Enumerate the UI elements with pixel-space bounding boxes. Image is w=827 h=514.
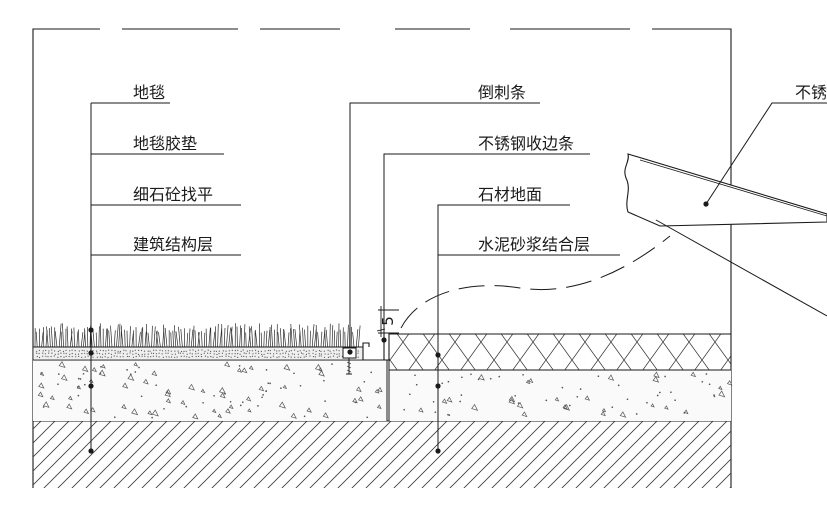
structural-layer-hatch: [33, 421, 731, 488]
label-structural-layer: 建筑结构层: [133, 235, 213, 254]
dimension-value: 5: [379, 316, 397, 326]
label-carpet-underlay: 地毯胶垫: [133, 134, 197, 153]
detail-enlarged-strip: [625, 154, 827, 226]
cement-mortar-bond-layer: [389, 370, 732, 421]
carpet-pile: [33, 323, 362, 347]
stainless-edge-strip: [363, 333, 389, 360]
label-detail-callout: 不锈: [795, 83, 827, 102]
label-stainless-edge-strip: 不锈钢收边条: [478, 134, 574, 153]
fine-concrete-screed: [33, 360, 387, 421]
carpet-underlay: [33, 347, 363, 360]
label-fine-concrete-screed: 细石砼找平: [133, 185, 213, 204]
stone-floor: [389, 334, 731, 370]
label-cement-mortar-bond: 水泥砂浆结合层: [478, 235, 590, 254]
label-carpet: 地毯: [133, 83, 165, 102]
label-stone-floor: 石材地面: [478, 185, 542, 204]
detail-callout-dot: [703, 201, 708, 206]
label-gripper-strip: 倒刺条: [478, 83, 526, 102]
